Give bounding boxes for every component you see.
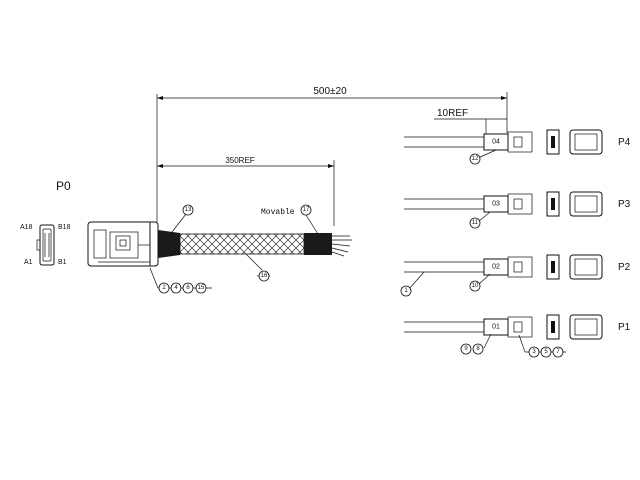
braid-sleeve <box>179 233 305 255</box>
cable-wires-continuation <box>331 235 352 257</box>
callout-17: 17 <box>303 207 310 213</box>
pin-a1-label: A1 <box>24 259 33 266</box>
callout-8: 8 <box>476 346 480 352</box>
callout-5: 5 <box>544 349 548 355</box>
port-p3 <box>404 191 603 217</box>
callout-2: 2 <box>162 285 166 291</box>
callout-4: 4 <box>174 285 178 291</box>
callout-12: 12 <box>472 156 479 162</box>
port-p1-tag: 01 <box>492 324 500 331</box>
overall-dimension <box>156 92 508 222</box>
overall-dimension-label: 500±20 <box>313 86 347 97</box>
pin-b18-label: B18 <box>58 224 71 231</box>
heatshrink-left <box>158 230 180 258</box>
callout-7: 7 <box>556 349 560 355</box>
port-p1 <box>404 314 603 340</box>
port-p4-label: P4 <box>618 137 631 148</box>
callout-6: 6 <box>186 285 190 291</box>
callout-9: 9 <box>464 346 468 352</box>
pin-a18-label: A18 <box>20 224 33 231</box>
port-p2 <box>404 254 603 280</box>
callout-3: 3 <box>532 349 536 355</box>
callout-13: 13 <box>185 207 192 213</box>
port-p4-tag: 04 <box>492 139 500 146</box>
breakout-dimension-label: 10REF <box>437 108 468 119</box>
port-p3-label: P3 <box>618 199 631 210</box>
callout-16: 16 <box>261 273 268 279</box>
callout-11: 11 <box>472 220 479 226</box>
main-connector-housing <box>87 221 159 267</box>
port-p2-label: P2 <box>618 262 631 273</box>
callout-1: 1 <box>404 288 408 294</box>
callout-10: 10 <box>472 283 479 289</box>
callout-15: 15 <box>198 285 205 291</box>
movable-label: Movable <box>261 208 295 217</box>
port-p2-tag: 02 <box>492 264 500 271</box>
braid-dimension-label: 350REF <box>225 156 254 165</box>
pin-b1-label: B1 <box>58 259 67 266</box>
p0-label: P0 <box>56 179 71 193</box>
port-p3-tag: 03 <box>492 201 500 208</box>
port-p1-label: P1 <box>618 322 631 333</box>
p0-end-view <box>36 224 55 266</box>
heatshrink-right <box>304 233 332 255</box>
port-p4 <box>404 129 603 155</box>
braid-dimension <box>157 160 335 226</box>
breakout-dimension <box>434 118 507 134</box>
